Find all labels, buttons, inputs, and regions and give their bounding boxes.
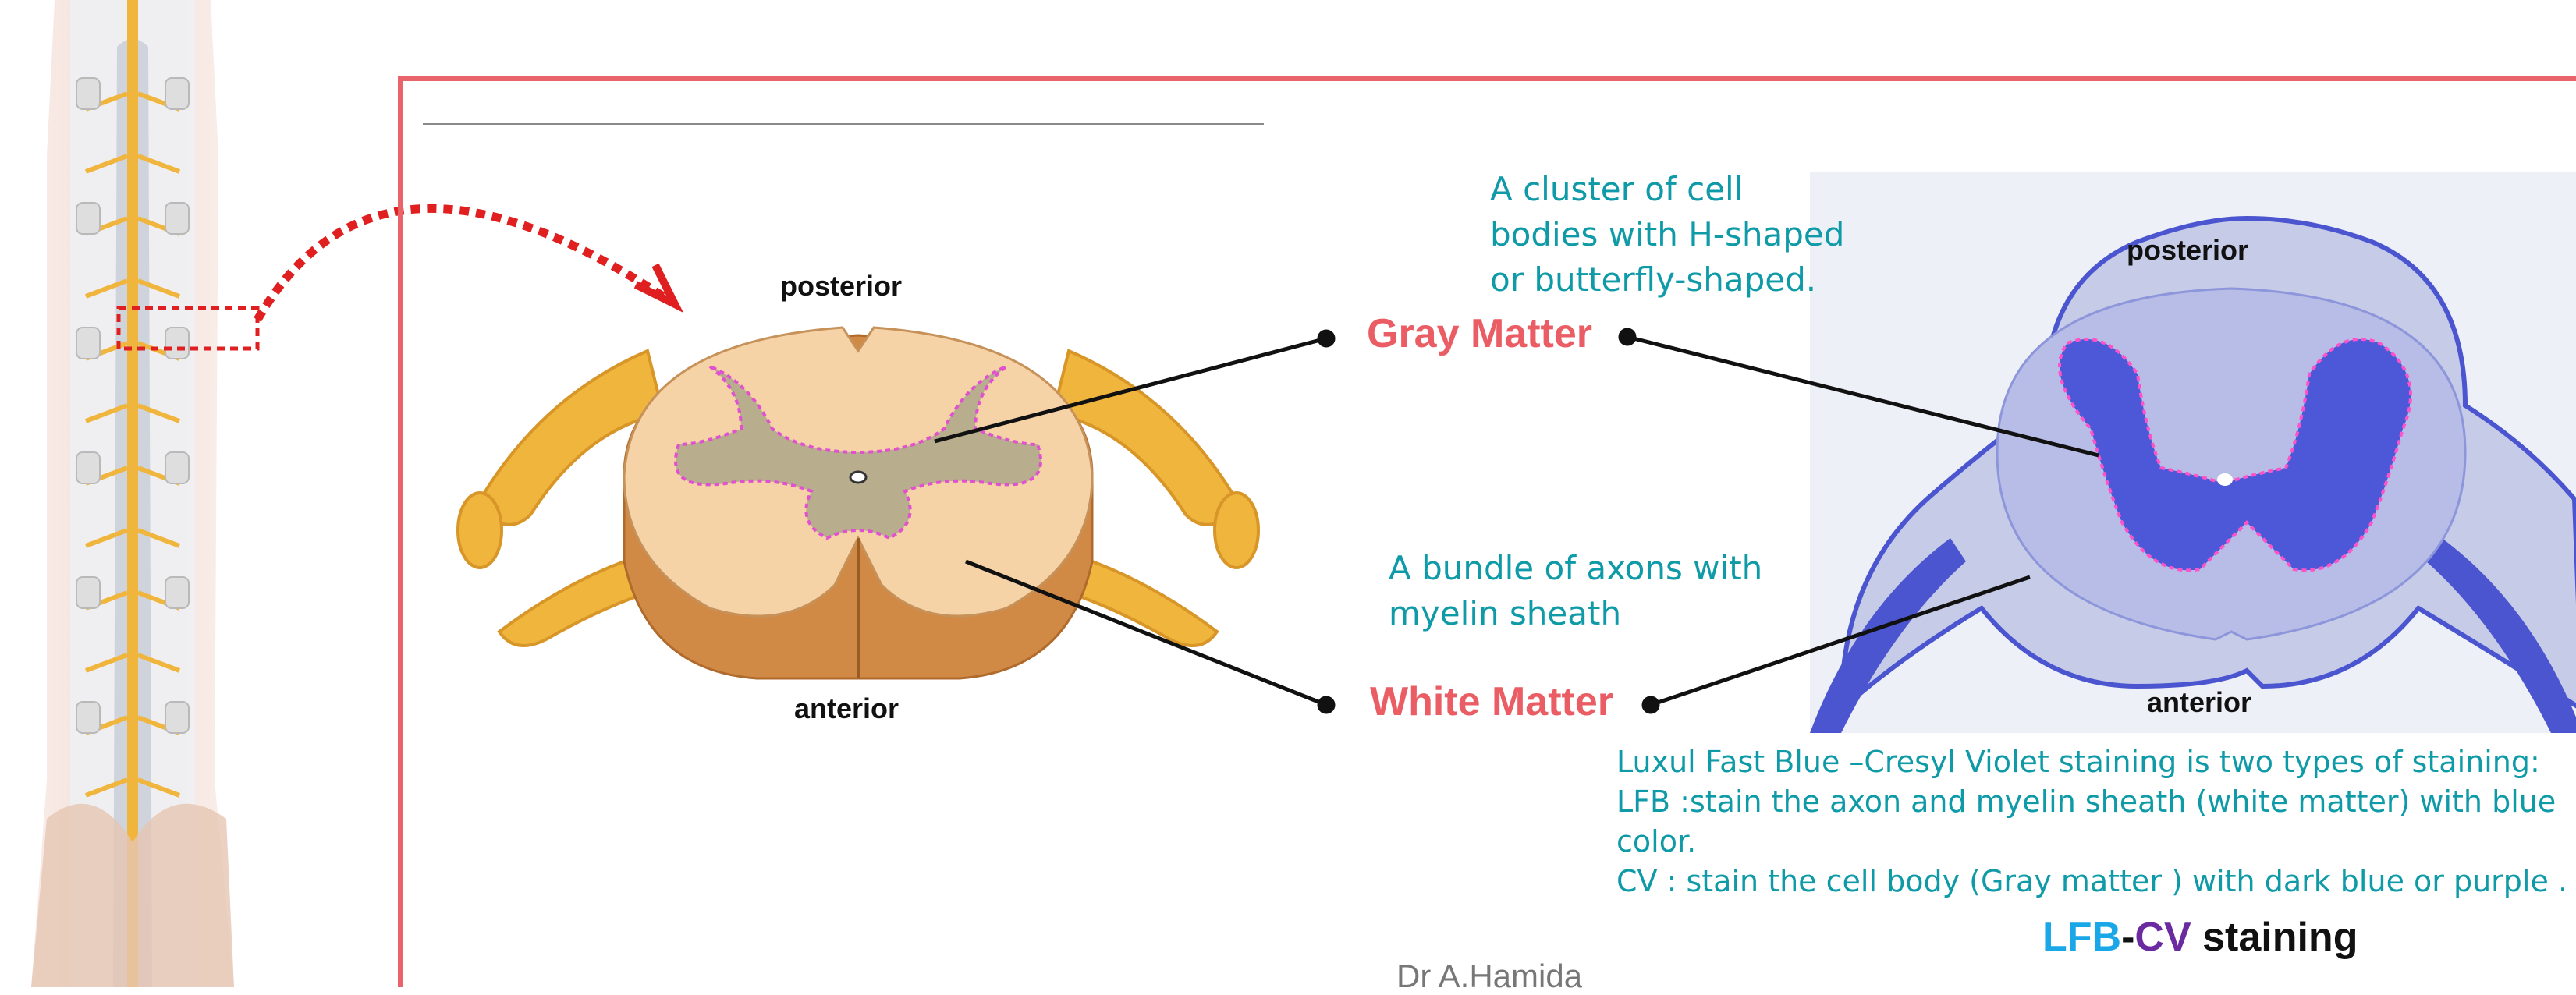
staining-note-line: Luxul Fast Blue –Cresyl Violet staining … [1616,742,2576,782]
stain-title: LFB-CV staining [2042,914,2358,961]
description-line: or butterfly-shaped. [1490,257,1927,303]
description-line: bodies with H-shaped [1490,212,1927,257]
staining-note-line: LFB :stain the axon and myelin sheath (w… [1616,782,2576,822]
description-line: myelin sheath [1389,591,1826,636]
staining-note-line: color. [1616,822,2576,862]
description-line: A bundle of axons with [1389,546,1826,591]
gray-matter-description: A cluster of cell bodies with H-shaped o… [1490,167,1927,303]
staining-notes: Luxul Fast Blue –Cresyl Violet staining … [1616,742,2576,901]
gray-matter-label: Gray Matter [1367,310,1592,357]
description-line: A cluster of cell [1490,167,1927,212]
white-matter-label: White Matter [1370,678,1613,725]
stain-title-lfb: LFB [2042,915,2121,960]
stain-title-rest: staining [2191,915,2358,960]
author-credit: Dr A.Hamida [1396,958,1582,995]
white-matter-description: A bundle of axons with myelin sheath [1389,546,1826,636]
stain-title-dash: - [2121,915,2134,960]
staining-note-line: CV : stain the cell body (Gray matter ) … [1616,862,2576,901]
stain-title-cv: CV [2134,915,2191,960]
